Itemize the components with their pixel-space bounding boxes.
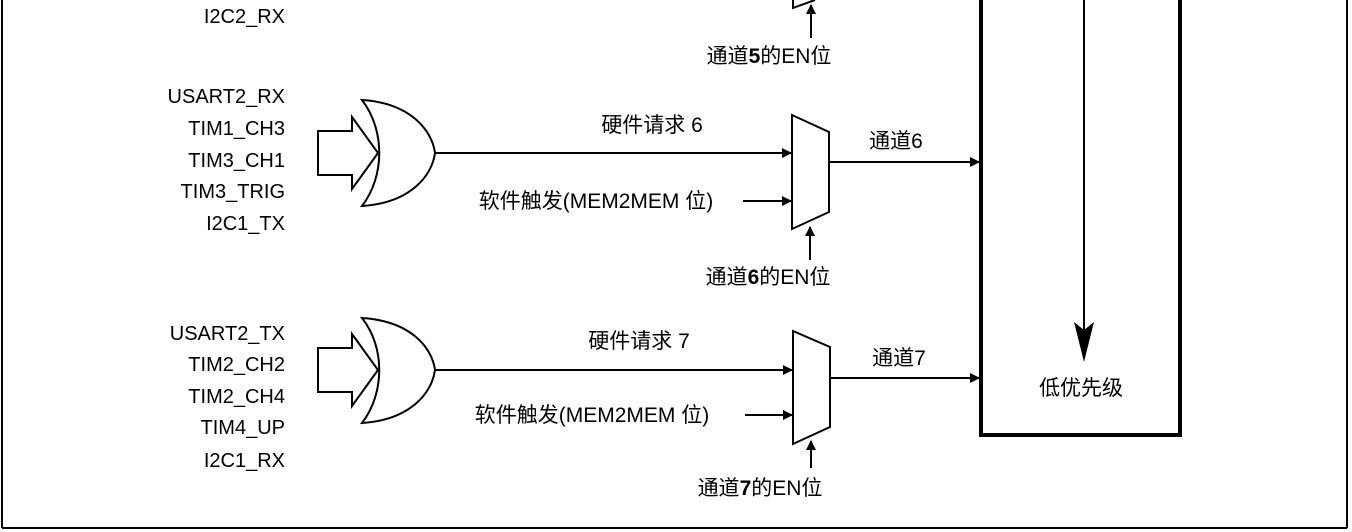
channel5-mux-bottom bbox=[792, 0, 816, 10]
channel7-mux bbox=[792, 329, 831, 446]
priority-arrow-head bbox=[1074, 322, 1094, 362]
signal-tim1-ch3: TIM1_CH3 bbox=[188, 118, 285, 140]
signal-tim4-up: TIM4_UP bbox=[201, 417, 285, 439]
channel6-hw-request-label: 硬件请求 6 bbox=[601, 114, 703, 137]
channel7-output-label: 通道7 bbox=[872, 347, 926, 370]
channel5-en-label: 通道5的EN位 bbox=[707, 45, 832, 68]
signal-tim2-ch4: TIM2_CH4 bbox=[188, 386, 285, 408]
signal-i2c1-tx: I2C1_TX bbox=[206, 213, 285, 235]
signal-usart2-tx: USART2_TX bbox=[170, 323, 285, 345]
channel7-en-label: 通道7的EN位 bbox=[698, 477, 823, 500]
channel6-or-gate bbox=[359, 98, 437, 208]
signal-i2c2-rx: I2C2_RX bbox=[204, 6, 285, 28]
signal-tim3-ch1: TIM3_CH1 bbox=[188, 150, 285, 172]
channel-6-group: USART2_RX TIM1_CH3 TIM3_CH1 TIM3_TRIG I2… bbox=[168, 86, 980, 289]
channel7-software-trigger-label: 软件触发(MEM2MEM 位) bbox=[475, 404, 710, 427]
channel6-output-label: 通道6 bbox=[869, 130, 923, 153]
signal-tim3-trig: TIM3_TRIG bbox=[181, 181, 285, 203]
signal-tim2-ch2: TIM2_CH2 bbox=[188, 354, 285, 376]
signal-usart2-rx: USART2_RX bbox=[168, 86, 285, 108]
priority-label: 低优先级 bbox=[1039, 377, 1123, 400]
channel6-mux bbox=[791, 113, 830, 231]
signal-i2c1-rx: I2C1_RX bbox=[204, 450, 285, 472]
channel7-or-gate bbox=[359, 316, 437, 425]
channel6-input-arrow bbox=[317, 113, 380, 193]
channel6-en-label: 通道6的EN位 bbox=[706, 266, 831, 289]
priority-box bbox=[979, 0, 1182, 437]
channel6-software-trigger-label: 软件触发(MEM2MEM 位) bbox=[479, 190, 714, 213]
channel7-input-arrow bbox=[317, 330, 380, 410]
channel-7-group: USART2_TX TIM2_CH2 TIM2_CH4 TIM4_UP I2C1… bbox=[170, 316, 980, 500]
channel7-hw-request-label: 硬件请求 7 bbox=[588, 330, 690, 353]
